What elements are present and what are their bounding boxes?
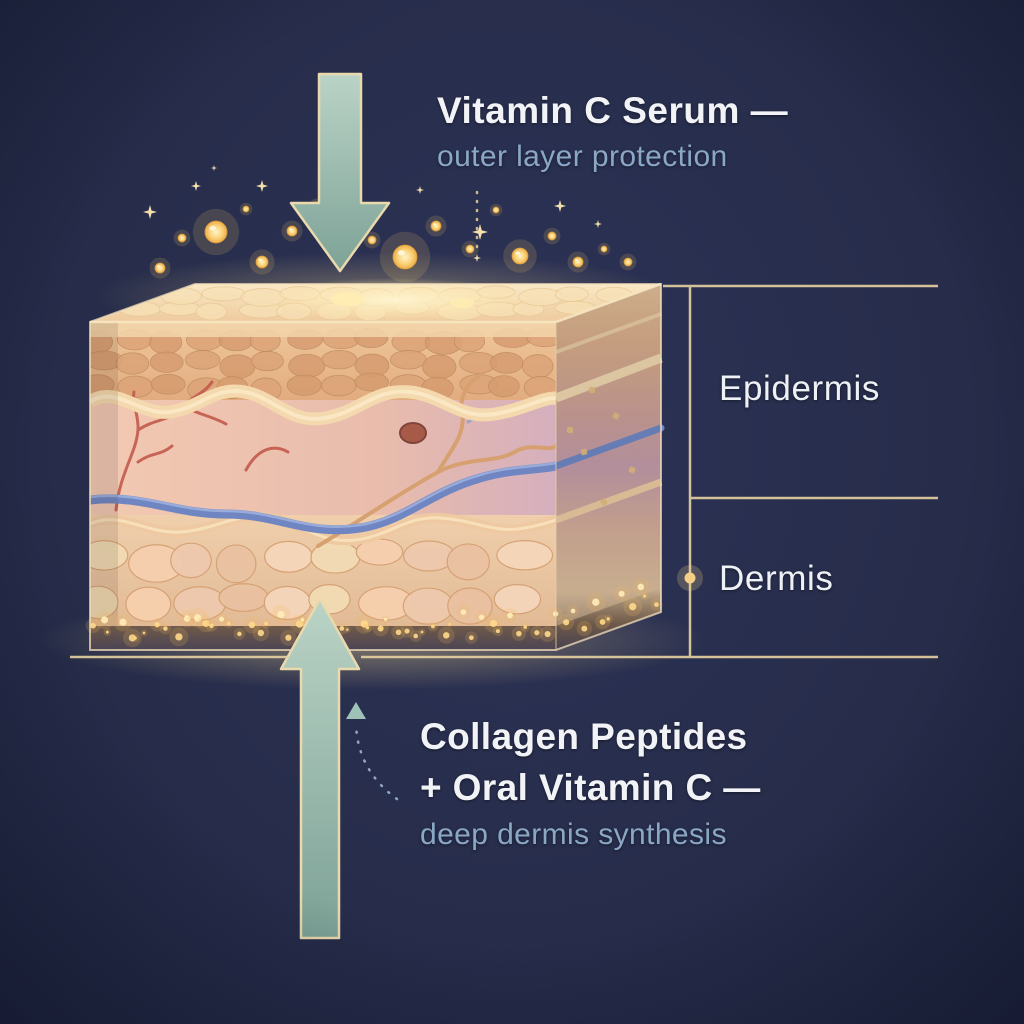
bottom-annotation: Collagen Peptides + Oral Vitamin C — dee… <box>420 716 761 852</box>
dermis-synthesis-subtitle: deep dermis synthesis <box>420 818 727 851</box>
epidermis-label: Epidermis <box>719 369 881 408</box>
collagen-title: Collagen Peptides <box>420 716 748 757</box>
serum-title: Vitamin C Serum — <box>437 90 789 131</box>
serum-subtitle: outer layer protection <box>437 140 728 173</box>
top-annotation: Vitamin C Serum — outer layer protection <box>437 90 788 174</box>
oral-vitamin-c-title: + Oral Vitamin C — <box>420 767 761 808</box>
dermis-label: Dermis <box>719 559 834 598</box>
